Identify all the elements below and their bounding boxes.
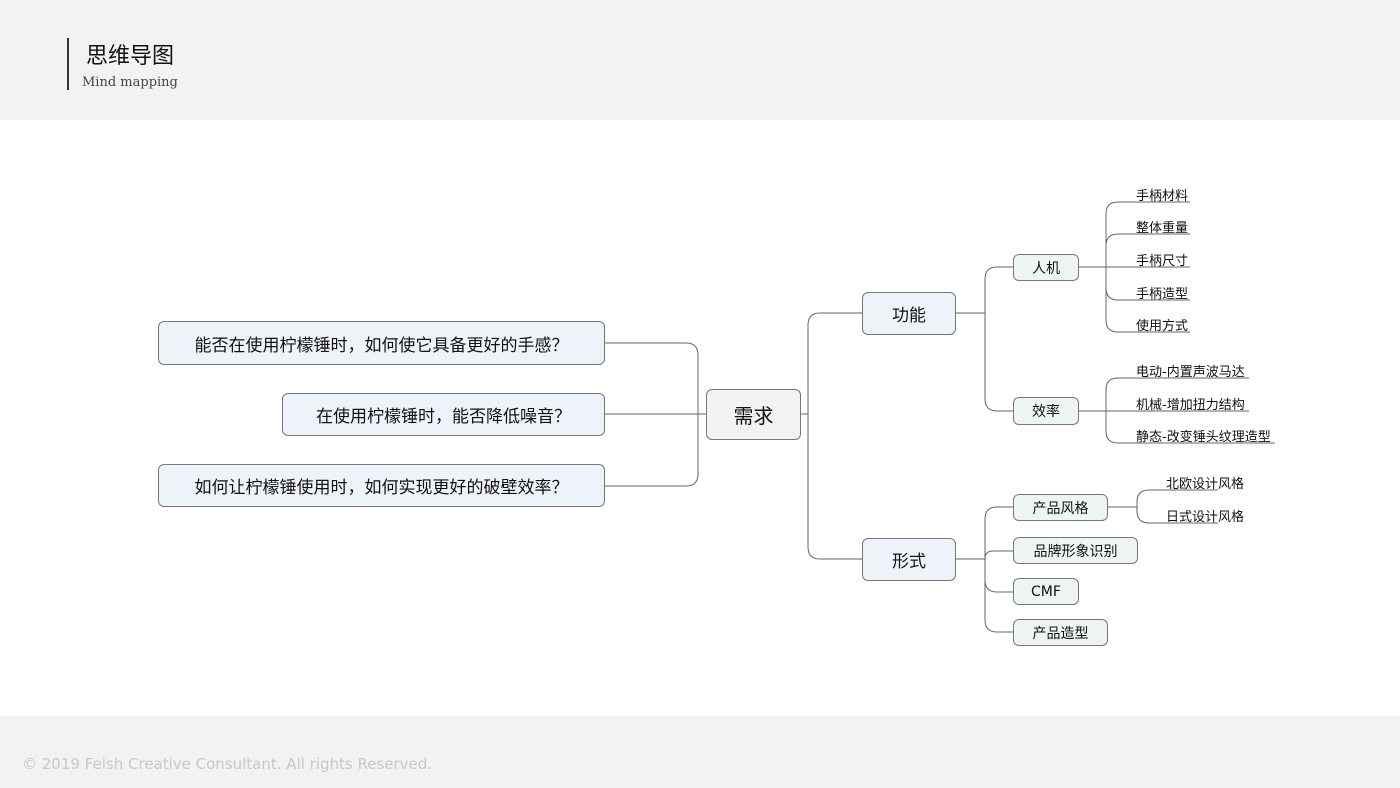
page-title: 思维导图 [86,44,175,69]
header: 思维导图 Mind mapping [0,0,1400,120]
connector-line [1079,410,1275,444]
connector-line [956,506,1013,560]
leaf-item[interactable]: 手柄材料 [1136,189,1189,204]
ergonomics-node[interactable]: 人机 [1013,254,1079,281]
style-node[interactable]: 产品风格 [1013,494,1108,521]
function-node[interactable]: 功能 [862,292,956,335]
leaf-item[interactable]: 北欧设计风格 [1166,477,1245,492]
leaf-item[interactable]: 静态-改变锤头纹理造型 [1136,430,1271,445]
leaf-item[interactable]: 手柄尺寸 [1136,254,1189,269]
form-node[interactable]: 形式 [862,538,956,581]
leaf-item[interactable]: 使用方式 [1136,319,1189,334]
connector-line [605,342,706,415]
brand-node[interactable]: 品牌形象识别 [1013,537,1138,564]
leaf-item[interactable]: 整体重量 [1136,221,1189,236]
question-node-1[interactable]: 能否在使用柠檬锤时，如何使它具备更好的手感？ [158,321,605,365]
leaf-item[interactable]: 日式设计风格 [1166,510,1245,525]
connector-line [956,558,1013,633]
efficiency-node[interactable]: 效率 [1013,397,1079,425]
connector-line [1108,506,1218,524]
leaf-item[interactable]: 机械-增加扭力结构 [1136,398,1245,413]
question-node-3[interactable]: 如何让柠檬锤使用时，如何实现更好的破壁效率？ [158,464,605,507]
connector-line [1079,233,1190,268]
connector-line [956,312,1013,412]
shape-node[interactable]: 产品造型 [1013,619,1108,646]
connector-line [1079,266,1190,333]
leaf-item[interactable]: 手柄造型 [1136,287,1189,302]
page-subtitle: Mind mapping [82,75,178,90]
cmf-node[interactable]: CMF [1013,578,1079,605]
connector-line [1079,201,1190,268]
question-node-2[interactable]: 在使用柠檬锤时，能否降低噪音？ [282,393,605,436]
connector-line [1108,489,1218,508]
connector-line [605,413,706,487]
copyright-text: © 2019 Feish Creative Consultant. All ri… [22,755,433,773]
connector-line [1079,377,1249,412]
connector-line [801,312,862,415]
center-node[interactable]: 需求 [706,389,801,440]
leaf-item[interactable]: 电动-内置声波马达 [1136,365,1245,380]
connector-line [956,266,1013,314]
footer [0,716,1400,788]
title-bar-accent [67,38,69,90]
connector-line [801,413,862,560]
